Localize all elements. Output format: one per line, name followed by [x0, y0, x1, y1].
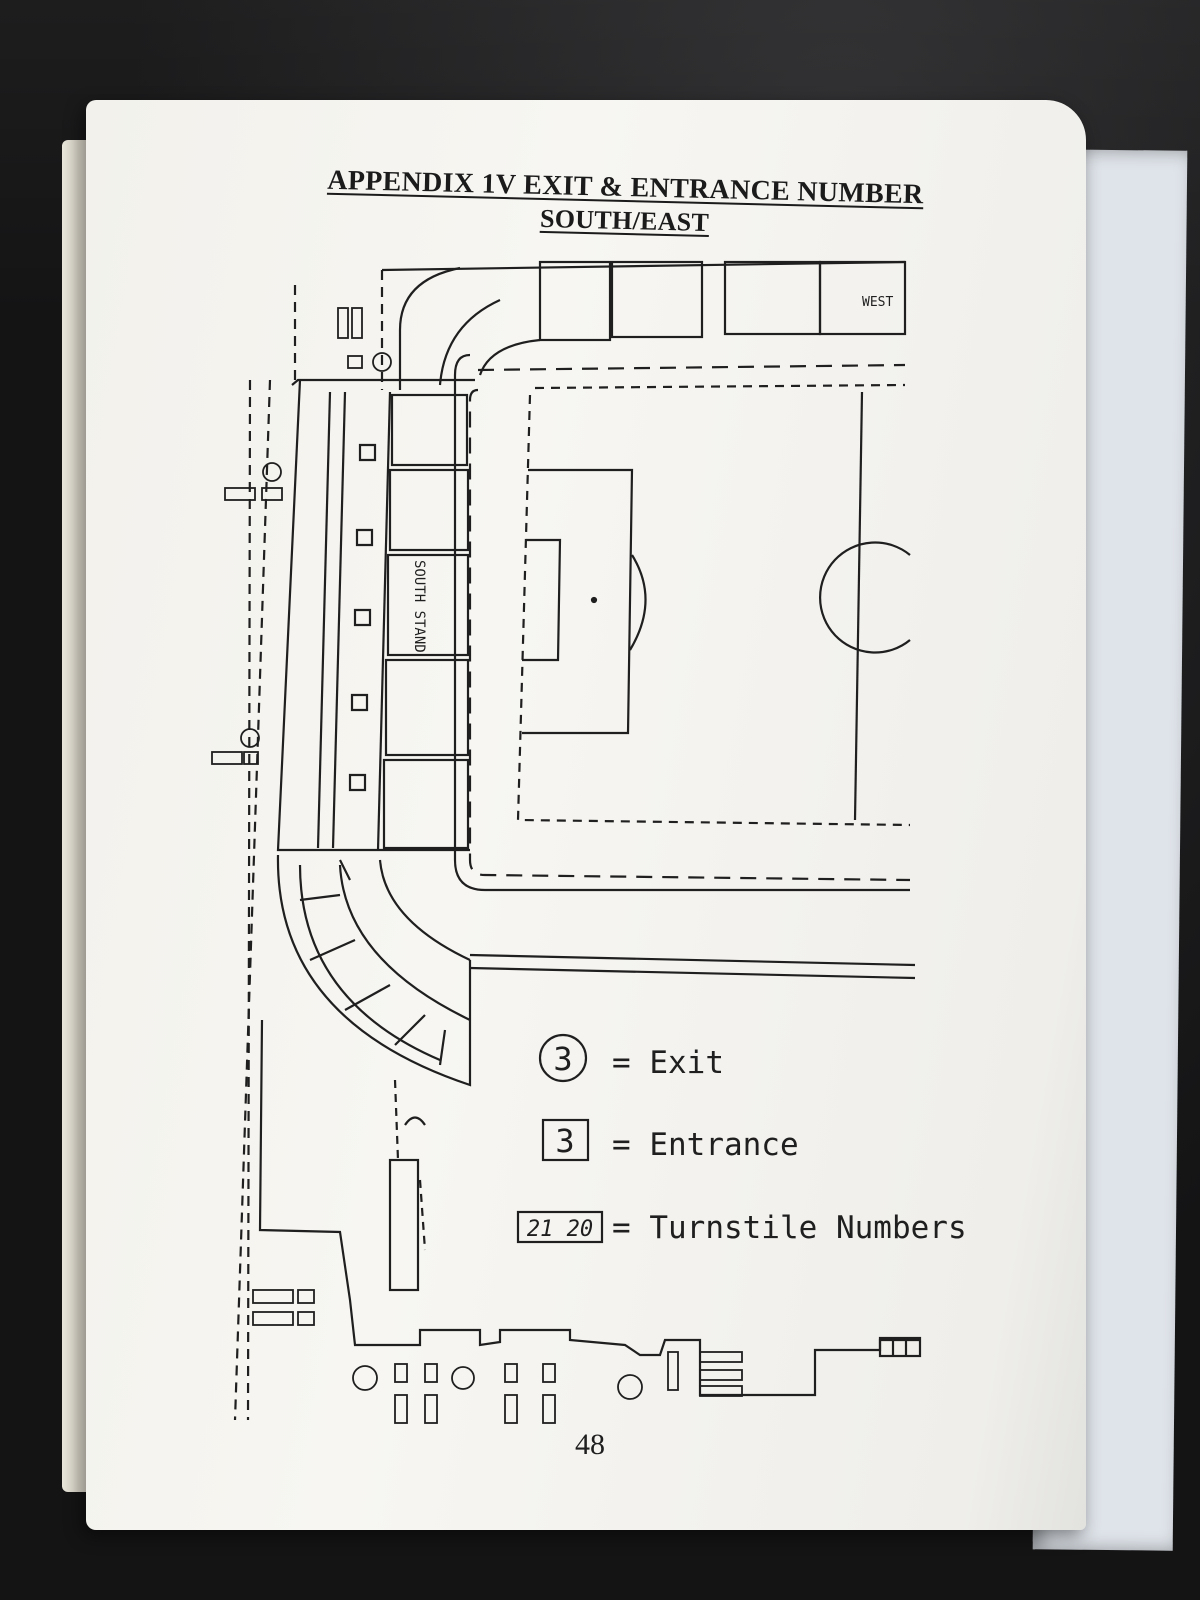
pitch-track	[453, 353, 910, 892]
entrance-marker	[297, 1311, 315, 1326]
pitch-perimeter	[477, 363, 906, 372]
boundary-dashed-line	[418, 1179, 427, 1251]
stand-inner-wall	[376, 391, 392, 851]
penalty-arc	[629, 554, 647, 651]
turnstile-marker	[252, 1289, 294, 1304]
exit-marker	[617, 1374, 643, 1400]
stand-label: SOUTH STAND	[411, 560, 427, 653]
exit-marker	[240, 728, 260, 748]
turnstile-marker	[542, 1394, 556, 1424]
corner-road	[398, 266, 461, 390]
penalty-spot	[590, 596, 598, 604]
building-block	[610, 260, 704, 339]
goal-area	[522, 538, 562, 662]
map-markers	[211, 307, 743, 1424]
legend-entrance-label: = Entrance	[612, 1127, 799, 1163]
entrance-marker	[394, 1363, 408, 1383]
legend-turnstile-label: = Turnstile Numbers	[612, 1210, 967, 1246]
penalty-area	[522, 468, 634, 735]
west-building-row	[538, 260, 907, 342]
turnstile-marker	[699, 1351, 743, 1363]
legend-turnstile-box	[516, 1210, 604, 1244]
pitch-boundary	[516, 383, 911, 827]
corner-stand	[276, 854, 472, 1087]
entrance-marker	[243, 751, 259, 765]
entrance-marker	[261, 487, 283, 501]
turnstile-marker	[424, 1394, 438, 1424]
halfway-line	[853, 391, 864, 821]
entrance-marker	[297, 1289, 315, 1304]
entrance-marker	[504, 1363, 518, 1383]
turnstile-marker	[699, 1385, 743, 1397]
turnstile-marker	[394, 1394, 408, 1424]
legend-exit-label: = Exit	[612, 1045, 724, 1081]
stand-top-wall	[291, 378, 475, 386]
gate-bars	[878, 1336, 922, 1358]
turnstile-marker	[252, 1311, 294, 1326]
south-perimeter-wall	[258, 1019, 920, 1397]
gate-arc	[404, 1116, 426, 1126]
south-stand-sections	[348, 393, 470, 850]
building-block	[538, 260, 612, 342]
legend-entrance-symbol: 3	[555, 1122, 574, 1160]
stand-inner-wall	[331, 391, 347, 849]
exit-marker	[451, 1366, 475, 1390]
turnstile-marker	[211, 751, 243, 765]
boundary-dashed-line	[233, 379, 272, 1421]
corner-road	[438, 298, 501, 386]
turnstile-marker	[351, 307, 363, 339]
entrance-marker	[424, 1363, 438, 1383]
exit-marker	[352, 1365, 378, 1391]
stand-outer-wall	[276, 379, 470, 852]
turnstile-marker	[699, 1369, 743, 1381]
top-street-line	[381, 260, 906, 272]
legend-exit-circle	[538, 1033, 588, 1083]
west-label: WEST	[862, 295, 893, 310]
turnstile-marker	[337, 307, 349, 339]
building-block	[818, 260, 907, 336]
legend-symbols	[516, 1033, 604, 1244]
legend-entrance-box	[541, 1118, 590, 1162]
exit-marker	[262, 462, 282, 482]
entrance-marker	[347, 355, 363, 369]
exit-marker	[372, 352, 392, 372]
page-number: 48	[575, 1428, 605, 1461]
centre-circle	[819, 541, 911, 654]
structure-block	[388, 1158, 420, 1292]
building-block	[723, 260, 822, 336]
legend-exit-symbol: 3	[553, 1040, 572, 1078]
legend-turnstile-symbol: 21 20	[527, 1217, 593, 1242]
turnstile-marker	[504, 1394, 518, 1424]
pitch-perimeter	[468, 388, 911, 882]
south-road	[469, 966, 916, 980]
boundary-dashed-line	[393, 1079, 400, 1161]
south-road	[469, 953, 916, 967]
turnstile-marker	[667, 1351, 679, 1391]
stand-inner-wall	[316, 391, 332, 849]
boundary-dashed-line	[246, 379, 252, 1421]
turnstile-marker	[224, 487, 256, 501]
entrance-marker	[542, 1363, 556, 1383]
